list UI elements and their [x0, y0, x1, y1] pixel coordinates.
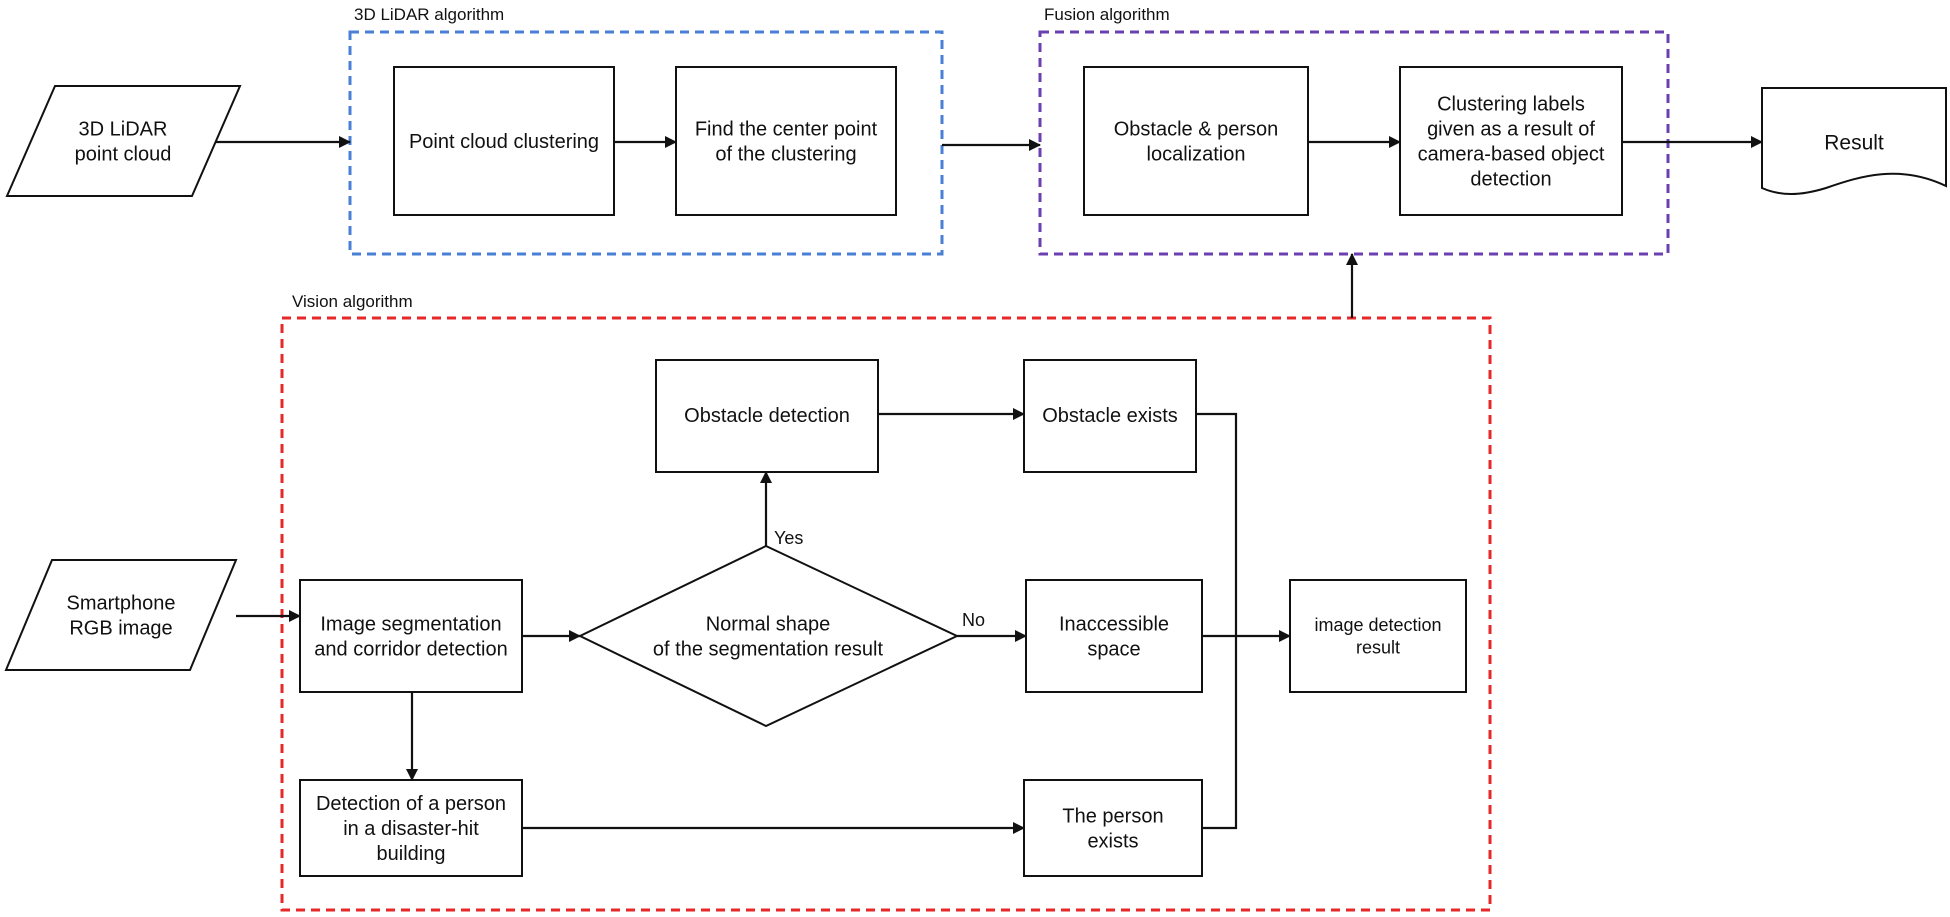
result-label: Result: [1824, 131, 1884, 154]
result-document-shape: [1761, 87, 1947, 195]
localization-label: Obstacle & person localization: [1114, 119, 1279, 166]
normal-shape-diamond: [577, 544, 960, 728]
edge-merge-bracket: [1196, 412, 1238, 830]
node-label-line: building: [377, 843, 446, 865]
node-label-line: of the clustering: [715, 144, 856, 166]
node-label-line: exists: [1087, 831, 1138, 853]
clustering-labels-box: [1399, 66, 1623, 216]
node-label-line: image detection: [1314, 615, 1441, 635]
edges: Yes No: [214, 136, 1763, 834]
person-exists-label: The person exists: [1062, 806, 1163, 853]
obstacle-exists-label: Obstacle exists: [1042, 405, 1178, 427]
segmentation-label: Image segmentation and corridor detection: [314, 614, 507, 661]
image-detection-result-box: [1289, 579, 1467, 693]
lidar-input-node: 3D LiDAR point cloud: [5, 85, 242, 197]
find-center-box: [675, 66, 897, 216]
image-detection-result-label: image detection result: [1314, 615, 1441, 658]
inaccessible-space-node: Inaccessible space: [1025, 579, 1203, 693]
vision-group-label: Vision algorithm: [292, 292, 413, 311]
node-label-line: detection: [1470, 169, 1551, 191]
node-label-line: point cloud: [75, 144, 172, 166]
node-label-line: camera-based object: [1418, 144, 1605, 166]
node-label-line: given as a result of: [1427, 119, 1595, 141]
obstacle-detection-label: Obstacle detection: [684, 405, 850, 427]
node-label-line: Inaccessible: [1059, 614, 1169, 636]
vision-group-border: [280, 316, 1492, 912]
node-label-line: Clustering labels: [1437, 94, 1585, 116]
find-center-label: Find the center point of the clustering: [695, 119, 878, 166]
node-label-line: of the segmentation result: [653, 639, 884, 661]
normal-shape-decision-node: Normal shape of the segmentation result: [577, 544, 960, 728]
node-label-line: Result: [1824, 131, 1884, 154]
edge-label-yes: Yes: [774, 528, 803, 548]
node-label-line: Smartphone: [67, 593, 176, 615]
smartphone-input-shape: [4, 559, 238, 671]
node-label-line: The person: [1062, 806, 1163, 828]
localization-node: Obstacle & person localization: [1083, 66, 1309, 216]
node-label-line: Point cloud clustering: [409, 131, 599, 153]
point-cloud-clustering-node: Point cloud clustering: [393, 66, 615, 216]
find-center-node: Find the center point of the clustering: [675, 66, 897, 216]
fusion-group-label: Fusion algorithm: [1044, 5, 1170, 24]
point-cloud-clustering-box: [393, 66, 615, 216]
person-exists-node: The person exists: [1023, 779, 1203, 877]
segmentation-box: [299, 579, 523, 693]
node-label-line: Obstacle & person: [1114, 119, 1279, 141]
clustering-labels-node: Clustering labels given as a result of cam…: [1399, 66, 1623, 216]
group-vision-algorithm: Vision algorithm: [280, 292, 1492, 912]
node-label-line: Obstacle exists: [1042, 405, 1178, 427]
node-label-line: Normal shape: [706, 614, 831, 636]
segmentation-node: Image segmentation and corridor detection: [299, 579, 523, 693]
person-detection-label: Detection of a person in a disaster-hit bu…: [316, 793, 506, 865]
inaccessible-space-box: [1025, 579, 1203, 693]
node-label-line: localization: [1147, 144, 1246, 166]
obstacle-detection-box: [655, 359, 879, 473]
node-label-line: and corridor detection: [314, 639, 507, 661]
lidar-input-shape: [5, 85, 242, 197]
obstacle-detection-node: Obstacle detection: [655, 359, 879, 473]
person-exists-box: [1023, 779, 1203, 877]
result-node: Result: [1761, 87, 1947, 195]
node-label-line: Find the center point: [695, 119, 878, 141]
node-label-line: space: [1087, 639, 1140, 661]
obstacle-exists-node: Obstacle exists: [1023, 359, 1197, 473]
point-cloud-clustering-label: Point cloud clustering: [409, 131, 599, 153]
normal-shape-label: Normal shape of the segmentation result: [653, 614, 884, 661]
node-label-line: 3D LiDAR: [79, 119, 168, 141]
edge-label-no: No: [962, 610, 985, 630]
localization-box: [1083, 66, 1309, 216]
node-label-line: RGB image: [69, 618, 172, 640]
inaccessible-space-label: Inaccessible space: [1059, 614, 1169, 661]
lidar-group-label: 3D LiDAR algorithm: [354, 5, 504, 24]
node-label-line: Detection of a person: [316, 793, 506, 815]
person-detection-box: [299, 779, 523, 877]
node-label-line: Image segmentation: [320, 614, 501, 636]
clustering-labels-label: Clustering labels given as a result of cam…: [1418, 94, 1605, 191]
person-detection-node: Detection of a person in a disaster-hit bu…: [299, 779, 523, 877]
image-detection-result-node: image detection result: [1289, 579, 1467, 693]
node-label-line: Obstacle detection: [684, 405, 850, 427]
lidar-input-label: 3D LiDAR point cloud: [75, 119, 172, 166]
obstacle-exists-box: [1023, 359, 1197, 473]
node-label-line: result: [1356, 638, 1400, 658]
node-label-line: in a disaster-hit: [343, 818, 479, 840]
